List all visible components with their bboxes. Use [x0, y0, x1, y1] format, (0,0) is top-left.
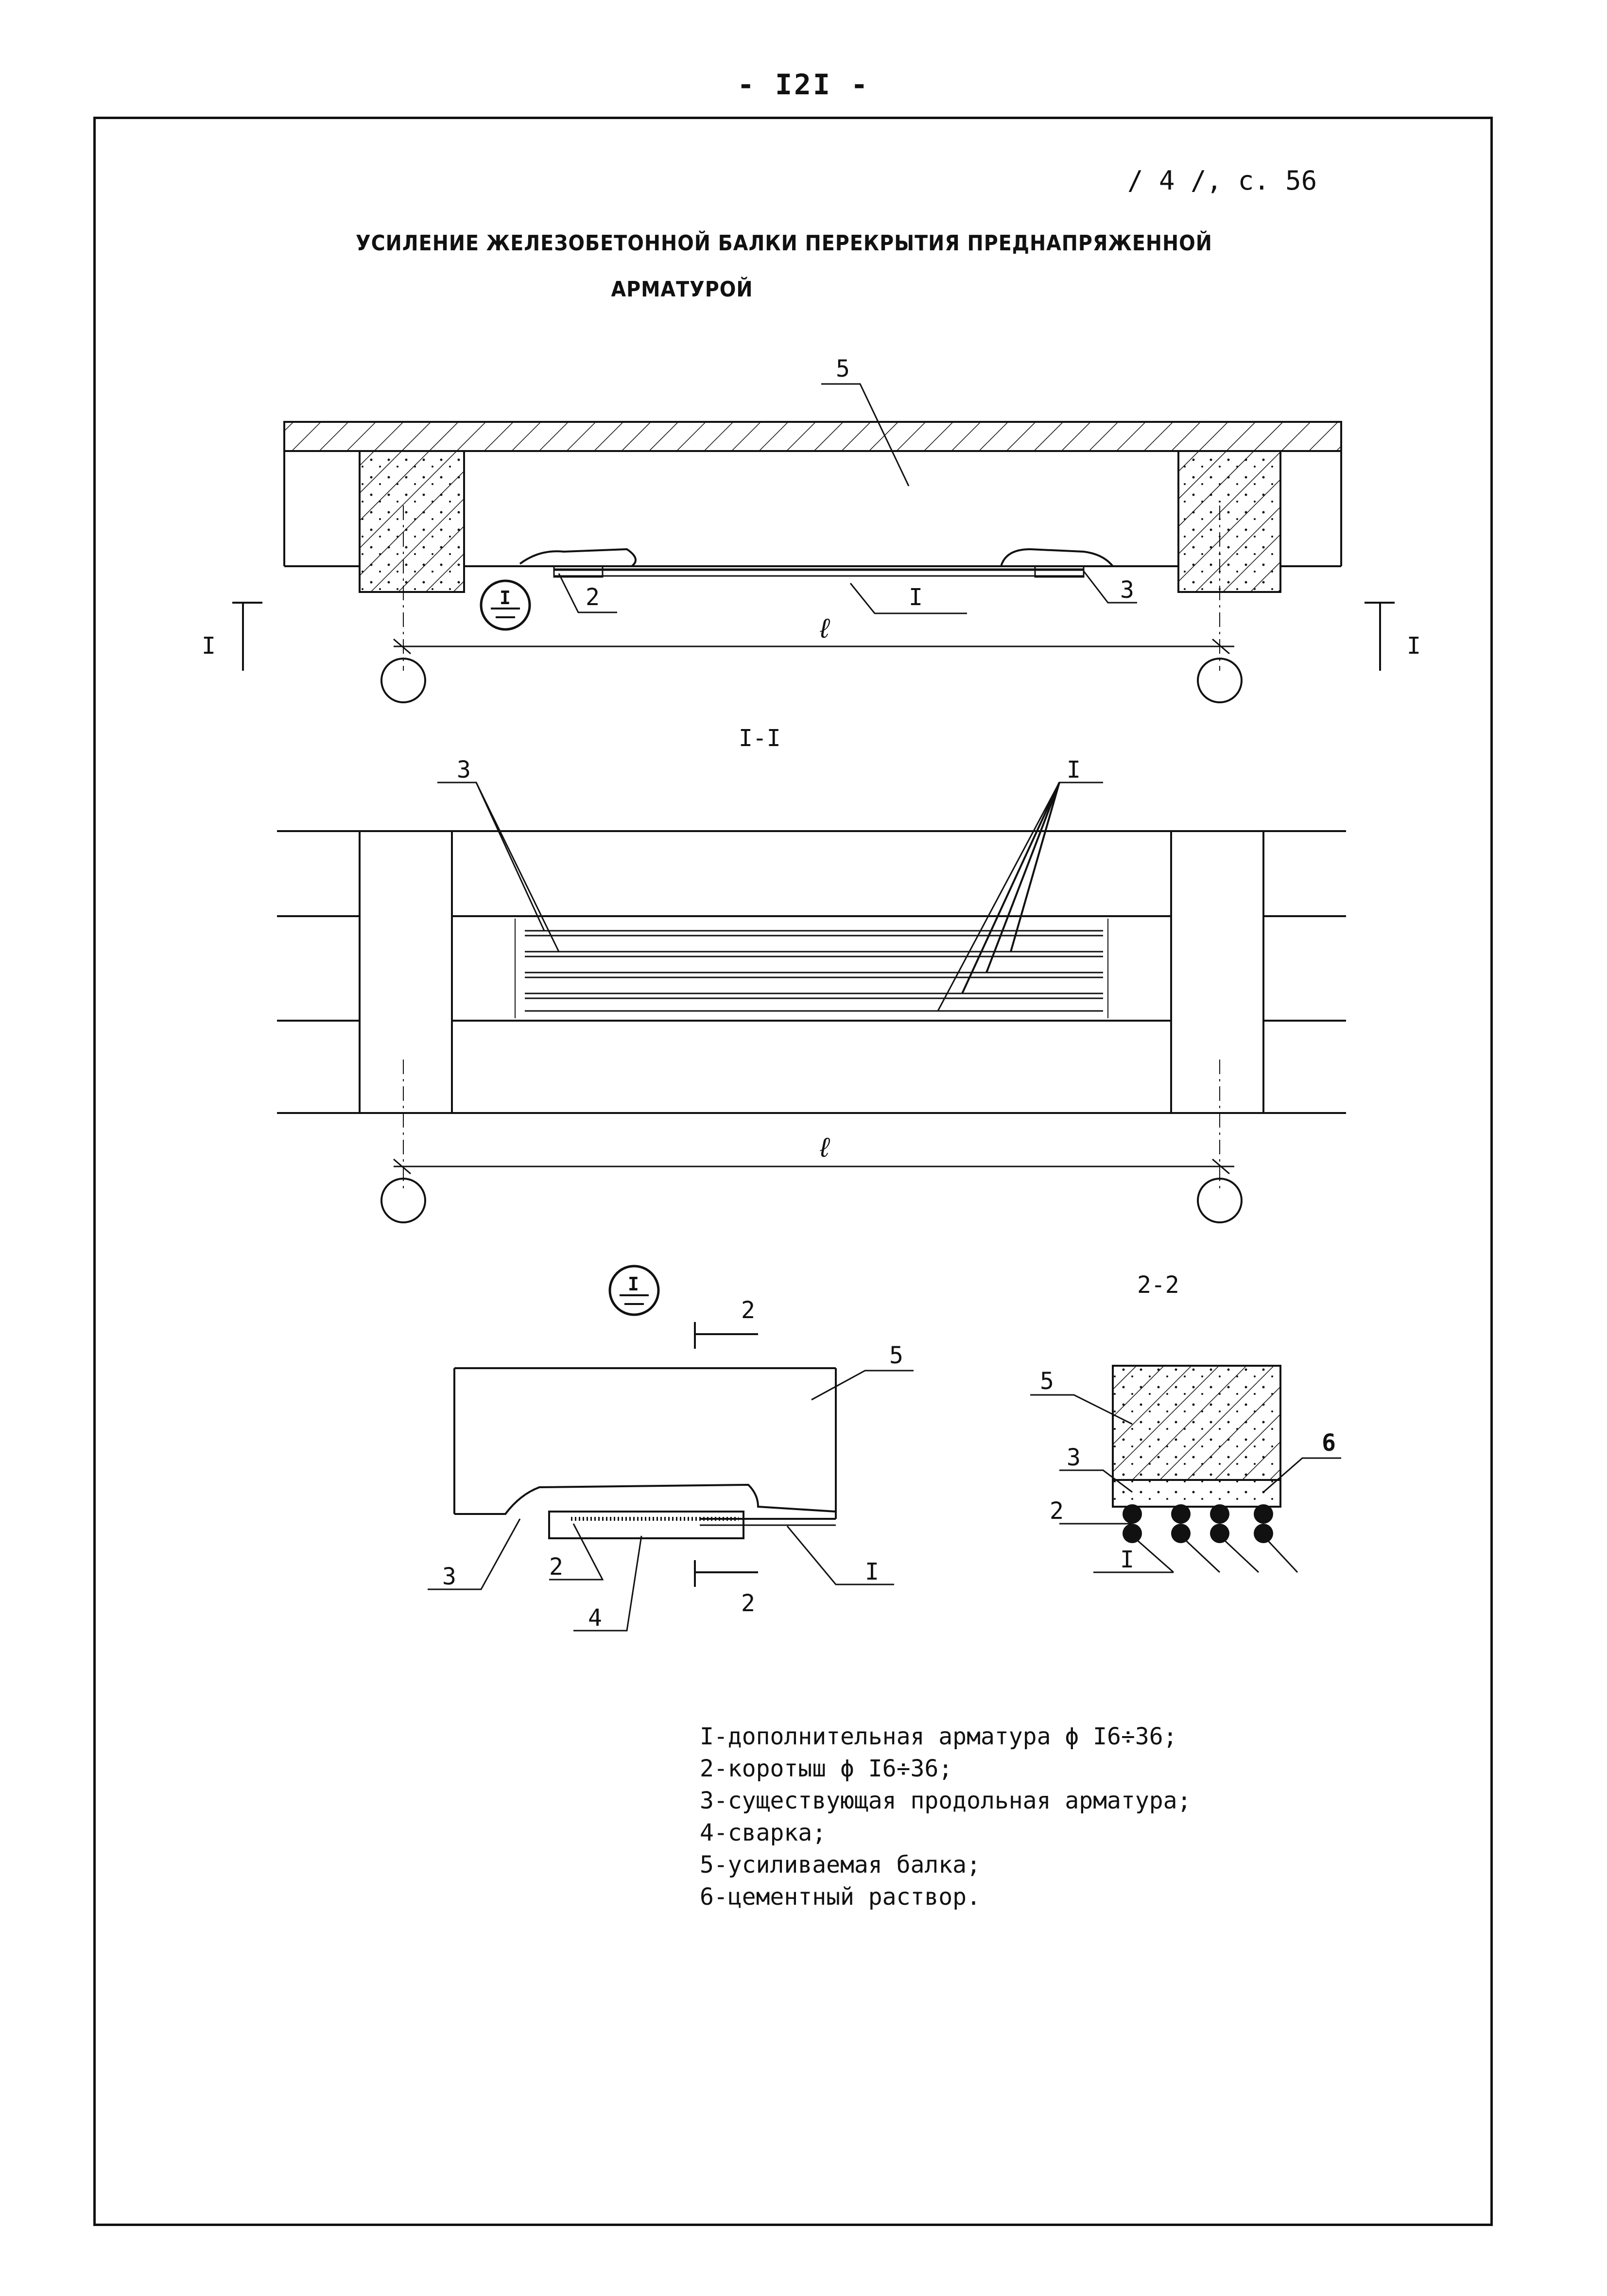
callout-1-detail: I	[865, 1558, 879, 1585]
span-label-elevation: ℓ	[816, 613, 833, 644]
section-arrow-bottom: 2	[741, 1590, 755, 1617]
section-arrow-top: 2	[741, 1297, 755, 1324]
elevation-labels: 5 2 I 3 ℓ I I I	[202, 355, 1421, 660]
plan-labels: I-I 3 I ℓ	[457, 725, 1081, 1164]
section-mark-left: I	[202, 632, 216, 660]
callout-6-section: 6	[1322, 1429, 1336, 1457]
detail-mark-elevation-label: I	[500, 587, 511, 609]
legend-item: 5-усиливаемая балка;	[700, 1851, 981, 1879]
weld-right	[1000, 548, 1114, 567]
section-2-2-title: 2-2	[1137, 1271, 1179, 1299]
callout-5-detail: 5	[889, 1342, 903, 1369]
slab	[283, 421, 1342, 452]
callout-3-plan: 3	[457, 756, 471, 783]
drawing-title-line-1: УСИЛЕНИЕ ЖЕЛЕЗОБЕТОННОЙ БАЛКИ ПЕРЕКРЫТИЯ…	[356, 231, 1212, 256]
rebar-dots	[1123, 1504, 1273, 1543]
weld-left	[519, 548, 637, 567]
section-2-2-labels: 2-2 5 3 6 2 I	[1040, 1271, 1336, 1573]
plan-rebars	[525, 930, 1103, 1012]
span-label-plan: ℓ	[816, 1132, 833, 1164]
callout-5-elevation: 5	[836, 355, 850, 383]
legend-item: 4-сварка;	[700, 1819, 827, 1846]
legend-item: I-дополнительная арматура ϕ I6÷36;	[700, 1723, 1177, 1750]
detail-mark-label: I	[628, 1273, 639, 1295]
page-number: - I2I -	[737, 68, 870, 101]
callout-4-detail: 4	[588, 1604, 602, 1632]
plan-title: I-I	[739, 725, 781, 752]
drawing-title-line-2: АРМАТУРОЙ	[611, 277, 753, 302]
axis-bubble-right	[1197, 658, 1243, 703]
callout-1-plan: I	[1067, 756, 1081, 783]
detail-mark	[608, 1265, 660, 1316]
axis-bubble-left-plan	[380, 1178, 426, 1223]
section-mark-right: I	[1407, 632, 1421, 660]
callout-2-elevation: 2	[586, 584, 600, 611]
plan-view	[277, 782, 1346, 1223]
detail-view	[428, 1265, 914, 1632]
callout-2-detail: 2	[549, 1553, 563, 1581]
callout-3-section: 3	[1067, 1444, 1081, 1471]
section-2-2-view	[1030, 1365, 1341, 1573]
elevation-view	[232, 383, 1395, 703]
legend-item: 6-цементный раствор.	[700, 1883, 981, 1911]
axis-bubble-right-plan	[1197, 1178, 1243, 1223]
detail-mark-elevation	[480, 579, 531, 631]
detail-labels: I 2 2 5 3 2 4 I	[442, 1273, 903, 1632]
legend-item: 3-существующая продольная арматура;	[700, 1787, 1192, 1814]
callout-3-elevation: 3	[1120, 576, 1134, 604]
drawing-frame	[93, 117, 1493, 2226]
callout-2-section: 2	[1050, 1497, 1064, 1525]
legend: I-дополнительная арматура ϕ I6÷36; 2-кор…	[700, 1721, 1191, 1913]
axis-bubble-left	[380, 658, 426, 703]
callout-1-elevation: I	[909, 584, 923, 611]
cement-mortar	[1113, 1480, 1280, 1507]
source-reference: / 4 /, с. 56	[1127, 165, 1317, 196]
legend-item: 2-коротыш ϕ I6÷36;	[700, 1755, 953, 1782]
callout-1-section: I	[1120, 1546, 1134, 1573]
callout-3-detail: 3	[442, 1563, 456, 1590]
callout-5-section: 5	[1040, 1368, 1054, 1395]
